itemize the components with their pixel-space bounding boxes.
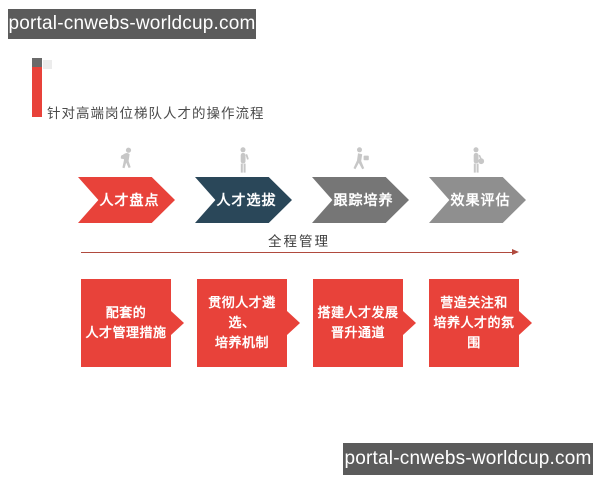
- measure-line: 人才管理措施: [85, 325, 167, 340]
- person-standing-icon: [229, 146, 257, 174]
- watermark-badge-bottom: portal-cnwebs-worldcup.com: [343, 443, 593, 475]
- measure-box-cultivation-atmosphere: 营造关注和 培养人才的氛围: [429, 279, 532, 367]
- process-step-track-cultivate: 跟踪培养: [312, 177, 409, 223]
- person-walking-icon: [346, 146, 374, 174]
- timeline-label: 全程管理: [268, 234, 330, 249]
- process-step-label: 人才盘点: [99, 192, 160, 208]
- measure-line: 培养人才的氛围: [433, 315, 515, 350]
- page-title: 针对高端岗位梯队人才的操作流程: [47, 106, 265, 121]
- process-step-talent-selection: 人才选拔: [195, 177, 292, 223]
- measure-box-selection-mechanism: 贯彻人才遴选、 培养机制: [197, 279, 300, 367]
- process-step-label: 跟踪培养: [333, 192, 394, 208]
- process-step-effect-evaluation: 效果评估: [429, 177, 526, 223]
- process-step-label: 效果评估: [450, 192, 511, 208]
- measure-line: 晋升通道: [330, 325, 385, 340]
- measure-line: 培养机制: [214, 335, 269, 350]
- title-accent-bar-cap-light: [43, 60, 52, 69]
- measure-line: 贯彻人才遴选、: [208, 295, 276, 330]
- title-accent-bar: [32, 58, 42, 117]
- watermark-badge-top: portal-cnwebs-worldcup.com: [8, 9, 256, 39]
- measure-box-promotion-channel: 搭建人才发展 晋升通道: [313, 279, 416, 367]
- watermark-text: portal-cnwebs-worldcup.com: [8, 13, 256, 34]
- measure-line: 搭建人才发展: [317, 305, 399, 320]
- title-accent-bar-cap: [32, 58, 42, 67]
- watermark-text: portal-cnwebs-worldcup.com: [344, 448, 592, 469]
- measure-line: 营造关注和: [440, 295, 508, 310]
- process-step-talent-inventory: 人才盘点: [78, 177, 175, 223]
- process-step-label: 人才选拔: [216, 192, 277, 208]
- timeline-arrow-line: [81, 249, 519, 255]
- measure-line: 配套的: [105, 305, 147, 320]
- measure-box-supporting-measures: 配套的 人才管理措施: [81, 279, 184, 367]
- person-backpack-icon: [112, 146, 140, 174]
- person-bag-icon: [463, 146, 491, 174]
